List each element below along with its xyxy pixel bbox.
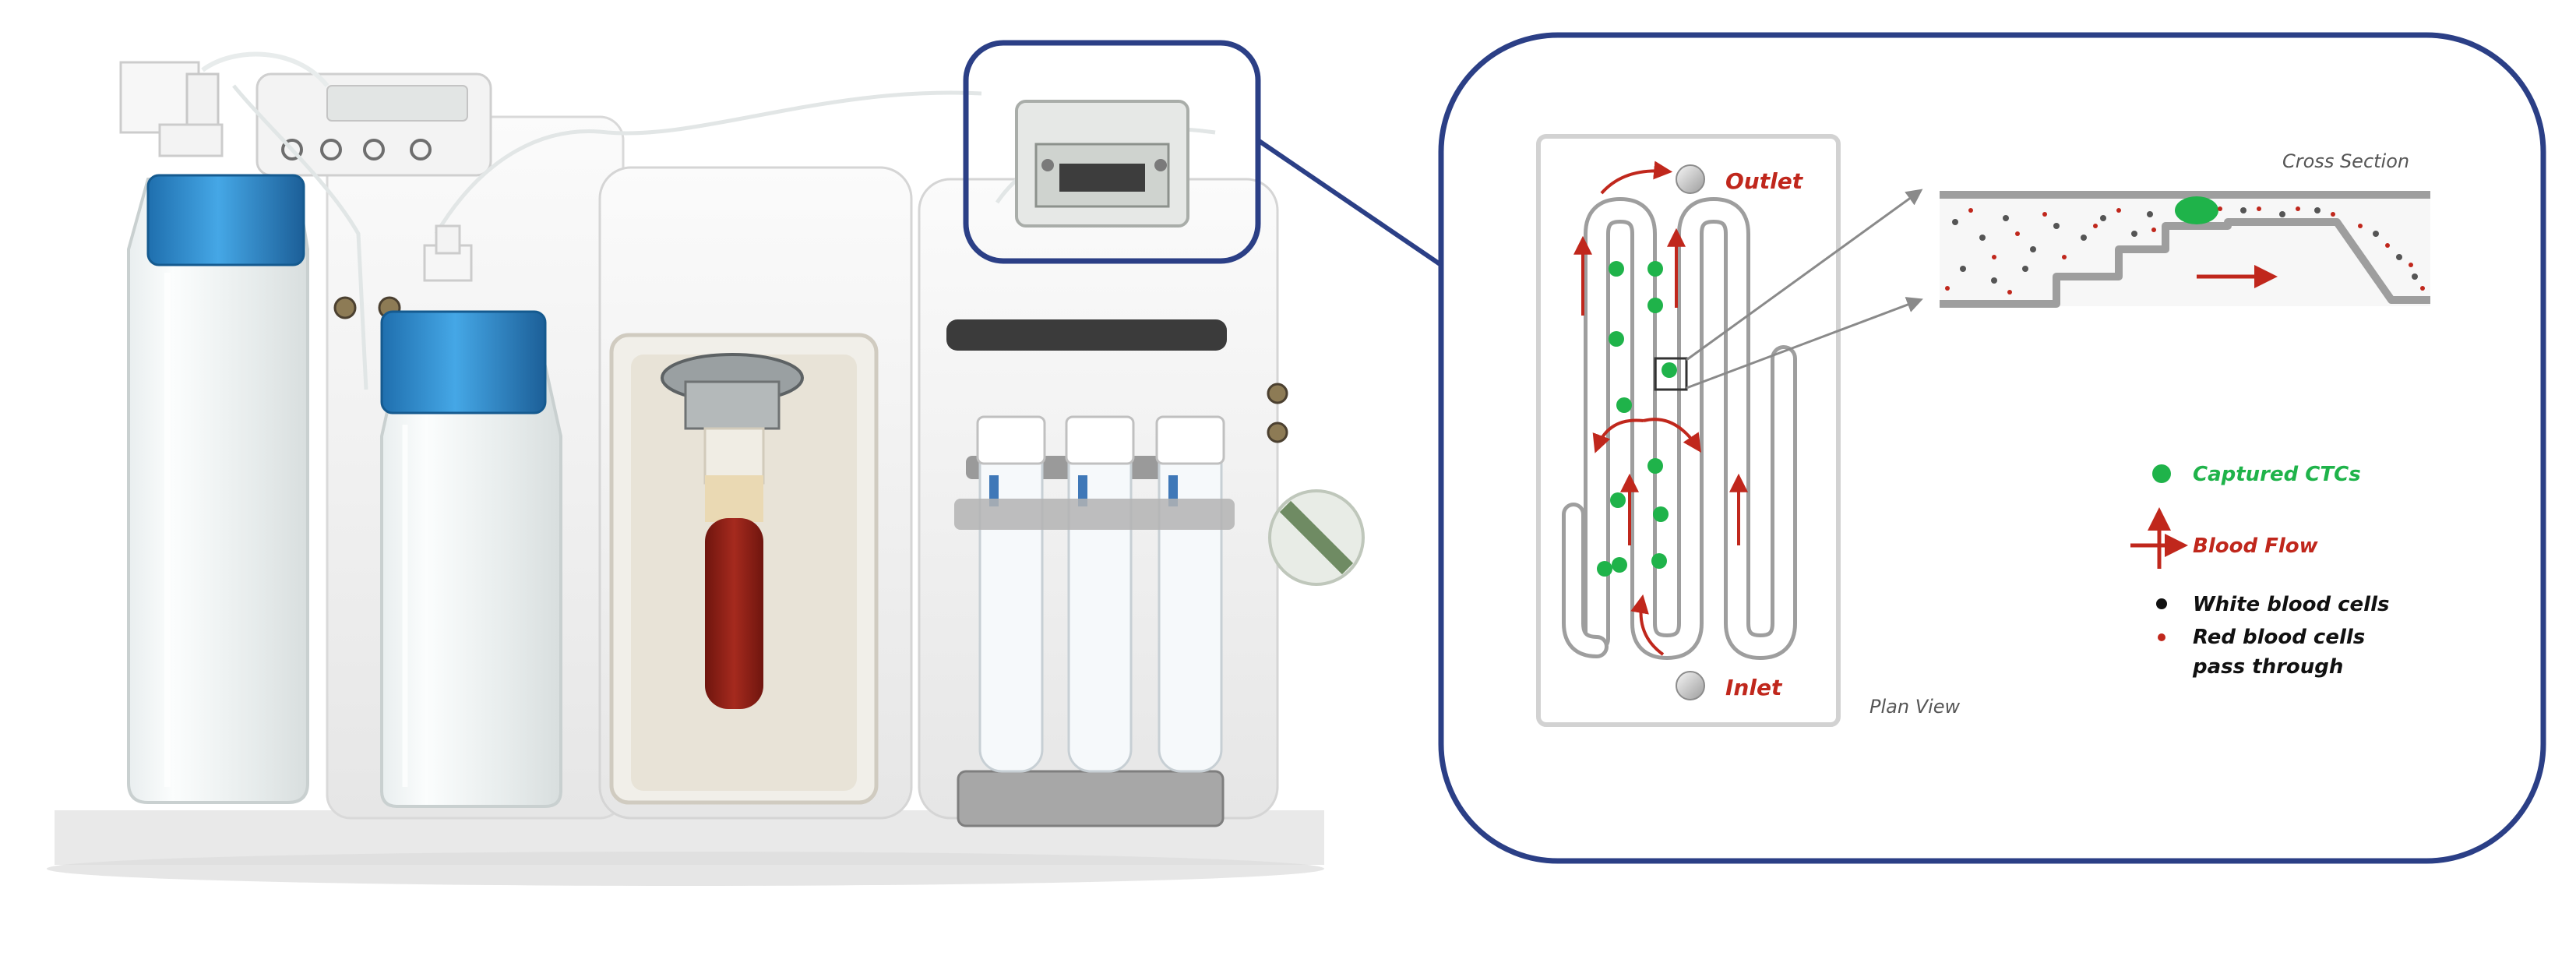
legend-white-blood-cells: White blood cells — [2193, 593, 2389, 616]
inlet-label: Inlet — [1725, 675, 1783, 700]
zoom-highlight-box — [963, 40, 1261, 264]
red-dot-icon — [2158, 633, 2165, 641]
blood-sample-chamber — [609, 333, 879, 805]
bottle-cap — [146, 174, 305, 266]
blood-tube — [705, 518, 763, 709]
device-button-icon — [410, 139, 432, 161]
legend-captured-ctcs: Captured CTCs — [2193, 463, 2361, 486]
red-arrow-icon — [2130, 507, 2188, 569]
bottle-cap — [380, 310, 547, 415]
plan-view-chip: Outlet Inlet — [1536, 134, 1923, 727]
legend-pass-through: pass through — [2192, 655, 2343, 679]
inlet-port-icon — [1676, 671, 1705, 700]
cross-section-diagram: Cross Section — [1940, 150, 2430, 308]
green-dot-icon — [2152, 464, 2171, 483]
black-dot-icon — [2156, 598, 2167, 609]
captured-ctc-cross-section — [2175, 196, 2218, 224]
device-button-icon — [363, 139, 385, 161]
flow-arrows — [1573, 161, 1748, 656]
collection-tube-rack — [946, 319, 1365, 827]
red-cell-dots-cross — [1945, 206, 2425, 295]
legend: Captured CTCs Blood Flow White blood cel… — [2130, 463, 2389, 679]
white-cell-dots-cross — [1952, 207, 2418, 284]
plan-view-label: Plan View — [1869, 696, 1961, 718]
device-photo — [47, 51, 1365, 886]
device-button-icon — [281, 139, 303, 161]
captured-ctc-dots — [1597, 261, 1677, 577]
device-button-icon — [320, 139, 342, 161]
large-reagent-bottle — [119, 61, 309, 804]
small-reagent-bottle — [380, 224, 562, 808]
outlet-port-icon — [1676, 164, 1705, 194]
cross-section-label: Cross Section — [2282, 150, 2409, 172]
detail-marker-box — [1654, 357, 1688, 391]
legend-blood-flow: Blood Flow — [2193, 534, 2319, 558]
chip-cartridge — [1015, 100, 1189, 228]
legend-red-blood-cells: Red blood cells — [2193, 626, 2365, 649]
zoom-connector-line — [1256, 138, 1443, 267]
outlet-label: Outlet — [1725, 168, 1804, 194]
